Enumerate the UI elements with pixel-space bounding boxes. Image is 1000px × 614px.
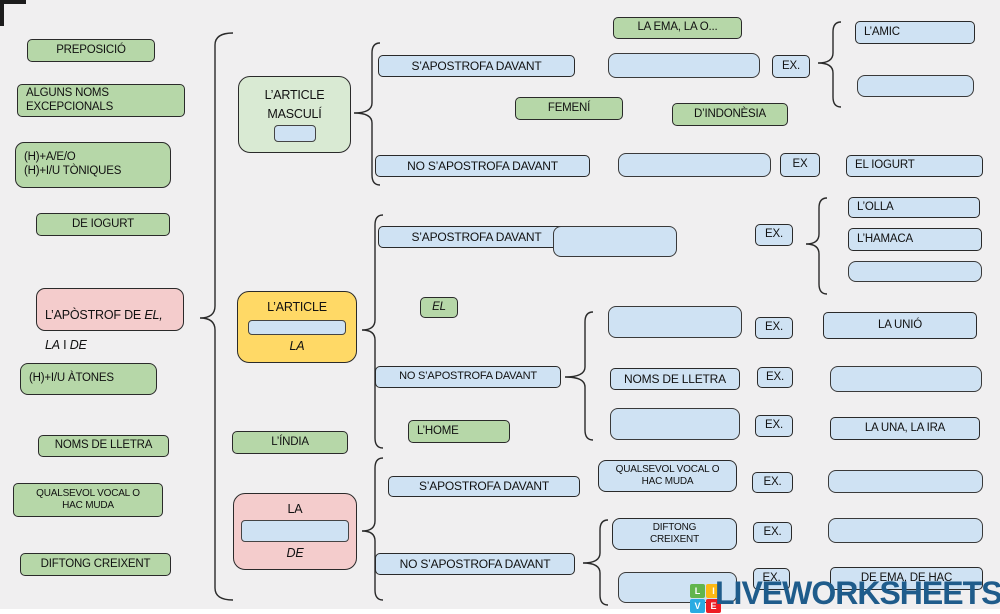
label-ex-1a: EX.	[772, 55, 810, 78]
logo-square-e: E	[706, 599, 721, 613]
chip-la-ema-la-o[interactable]: LA EMA, LA O...	[613, 17, 742, 39]
drop-zone-vocal-answer[interactable]	[828, 470, 983, 493]
label-no-apostrofa-davant-1: NO S’APOSTROFA DAVANT	[375, 155, 590, 177]
chip-femeni[interactable]: FEMENÍ	[515, 97, 623, 120]
brace-no-apostrofa-la	[564, 311, 594, 441]
chip-dindonesia[interactable]: D’INDONÈSIA	[672, 103, 788, 126]
drop-zone-noms-answer[interactable]	[830, 366, 982, 392]
node-la-de-hint: DE	[286, 546, 304, 560]
page-corner-mark	[0, 0, 26, 4]
node-la-de-drop-zone[interactable]	[241, 520, 349, 542]
answer-l-olla: L’OLLA	[848, 197, 980, 218]
chip-h-iu-atones[interactable]: (H)+I/U ÀTONES	[20, 363, 157, 395]
drop-zone-apostrofa-1[interactable]	[608, 53, 760, 78]
label-ex-2b2: EX.	[757, 367, 793, 388]
logo-square-i: I	[706, 584, 721, 598]
label-no-apostrofa-davant-2: NO S’APOSTROFA DAVANT	[375, 366, 561, 388]
answer-la-unio: LA UNIÓ	[823, 312, 977, 339]
chip-de-iogurt[interactable]: DE IOGURT	[36, 213, 170, 236]
brace-ex-amic	[817, 21, 842, 108]
chip-alguns-noms-excepcionals[interactable]: ALGUNS NOMS EXCEPCIONALS	[17, 84, 185, 117]
label-apostrofa-davant-1: S’APOSTROFA DAVANT	[378, 55, 575, 77]
brace-root	[199, 32, 234, 601]
label-apostrofa-davant-2: S’APOSTROFA DAVANT	[378, 226, 575, 248]
root-text-el: EL,	[144, 308, 163, 322]
logo-square-v: V	[690, 599, 705, 613]
label-no-apostrofa-davant-3: NO S’APOSTROFA DAVANT	[375, 553, 575, 575]
node-article-masculi: L’ARTICLE MASCULÍ	[238, 76, 351, 153]
root-node-apostrof: L’APÒSTROF DE EL, LA I DE	[36, 288, 184, 352]
node-article-la-drop-zone[interactable]	[248, 320, 346, 335]
root-text-i: I	[59, 338, 70, 352]
label-qualsevol-vocal: QUALSEVOL VOCAL O HAC MUDA	[598, 460, 737, 492]
node-article-masculi-line1: L’ARTICLE	[264, 87, 325, 102]
label-ex-2b1: EX.	[755, 317, 793, 339]
liveworksheets-watermark: LIVEWORKSHEETS	[715, 575, 1000, 611]
label-apostrofa-davant-3: S’APOSTROFA DAVANT	[388, 476, 580, 497]
node-article-la-title: L’ARTICLE	[267, 300, 327, 314]
label-ex-3b2: EX.	[753, 568, 790, 590]
node-la-de-top: LA	[287, 502, 303, 516]
answer-el-iogurt: EL IOGURT	[846, 155, 983, 177]
label-ex-2a: EX.	[755, 224, 793, 246]
chip-h-aeo-toniques[interactable]: (H)+A/E/O (H)+I/U TÒNIQUES	[15, 142, 171, 188]
drop-zone-amic-2[interactable]	[857, 75, 974, 97]
chip-el[interactable]: EL	[420, 297, 458, 318]
brace-article-la	[361, 214, 384, 449]
drop-zone-olla-3[interactable]	[848, 261, 982, 282]
chip-qualsevol-vocal[interactable]: QUALSEVOL VOCAL O HAC MUDA	[13, 483, 163, 517]
drop-zone-apostrofa-2[interactable]	[553, 226, 677, 257]
node-article-masculi-line2: MASCULÍ	[267, 106, 322, 121]
root-text: L’APÒSTROF DE	[45, 308, 145, 322]
drop-zone-no-apostrofa-2-row1[interactable]	[608, 306, 742, 338]
answer-la-una-la-ira: LA UNA, LA IRA	[830, 417, 980, 440]
root-text-la: LA	[45, 338, 60, 352]
brace-la-de	[361, 457, 384, 601]
label-diftong-creixent: DIFTONG CREIXENT	[612, 518, 737, 550]
brace-no-apostrofa-de	[582, 519, 609, 606]
brace-ex-olla	[805, 197, 828, 295]
chip-lindia[interactable]: L’ÍNDIA	[232, 431, 348, 454]
chip-diftong-creixent[interactable]: DIFTONG CREIXENT	[20, 553, 171, 576]
root-text-de: DE	[69, 338, 87, 352]
drop-zone-no-apostrofa-1[interactable]	[618, 153, 771, 177]
node-article-la: L’ARTICLE LA	[237, 291, 357, 363]
page-corner-mark	[0, 0, 4, 26]
drop-zone-diftong-answer[interactable]	[828, 518, 983, 543]
chip-lhome[interactable]: L’HOME	[408, 420, 510, 443]
label-ex-3a: EX.	[752, 472, 793, 493]
node-la-de: LA DE	[233, 493, 357, 570]
drop-zone-no-apostrofa-2-row3[interactable]	[610, 408, 740, 440]
answer-de-ema-de-hac: DE EMA, DE HAC	[830, 567, 983, 590]
answer-l-amic: L’AMIC	[855, 21, 975, 44]
label-noms-de-lletra: NOMS DE LLETRA	[610, 368, 740, 390]
label-ex-2b3: EX.	[755, 415, 793, 437]
chip-preposicio[interactable]: PREPOSICIÓ	[27, 39, 155, 62]
liveworksheets-logo-icon: L I V E	[690, 584, 722, 614]
node-article-la-hint: LA	[289, 339, 305, 353]
label-ex-3b1: EX.	[753, 522, 792, 543]
chip-noms-de-lletra[interactable]: NOMS DE LLETRA	[38, 435, 169, 457]
answer-l-hamaca: L’HAMACA	[848, 228, 982, 251]
label-ex-1b: EX	[780, 153, 820, 177]
node-masculi-drop-zone[interactable]	[273, 124, 316, 142]
bottom-strip	[0, 609, 1000, 614]
logo-square-l: L	[690, 584, 705, 598]
